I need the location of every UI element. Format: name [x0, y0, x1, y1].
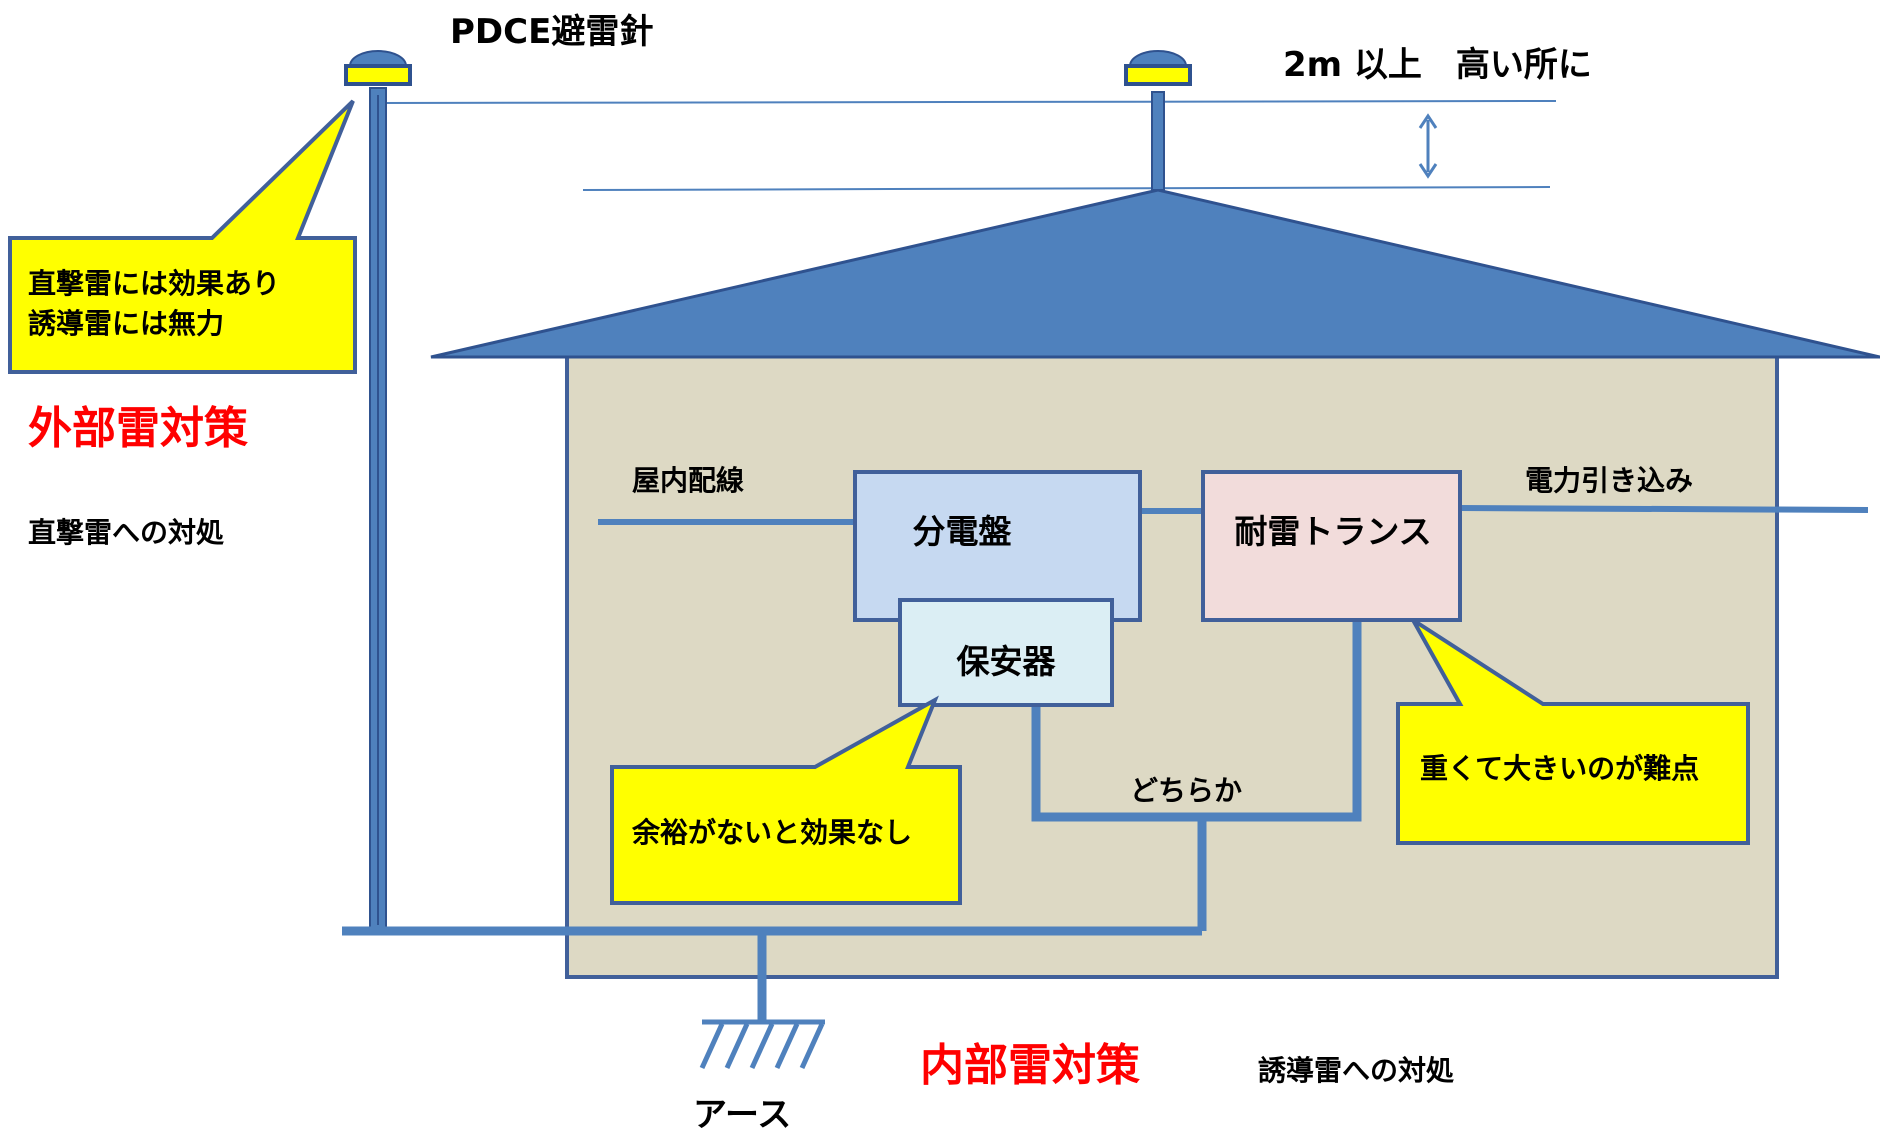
height-arrow-icon	[1418, 113, 1438, 179]
lightning-rod-head-left	[344, 50, 412, 86]
callout-transformer	[1396, 618, 1750, 845]
title-label: PDCE避雷針	[450, 12, 653, 52]
indoor-wiring-label: 屋内配線	[632, 464, 744, 497]
power-inlet-line	[1459, 505, 1869, 513]
callout-rod-line1: 直撃雷には効果あり	[28, 267, 280, 300]
external-note: 直撃雷への対処	[28, 516, 224, 549]
height-line-top	[379, 100, 1557, 104]
house-roof	[430, 188, 1880, 359]
callout-protector	[610, 695, 962, 905]
roof-rod-pole	[1151, 91, 1165, 191]
lightning-transformer	[1201, 470, 1462, 622]
lightning-transformer-label: 耐雷トランス	[1234, 512, 1431, 551]
height-note: 2m 以上 高い所に	[1283, 45, 1592, 85]
internal-note: 誘導雷への対処	[1258, 1054, 1454, 1087]
power-inlet-label: 電力引き込み	[1525, 464, 1693, 497]
external-heading: 外部雷対策	[28, 403, 248, 454]
protector-ground-wire	[1031, 620, 1362, 822]
earth-symbol-icon	[699, 1019, 825, 1070]
surge-protector	[898, 598, 1114, 707]
distribution-board-label: 分電盤	[913, 512, 1012, 551]
callout-protector-text: 余裕がないと効果なし	[631, 816, 912, 849]
distribution-board	[853, 470, 1142, 622]
callout-rod-line2: 誘導雷には無力	[28, 307, 224, 340]
either-label: どちらか	[1130, 774, 1242, 807]
surge-protector-label: 保安器	[957, 642, 1057, 681]
callout-rod	[8, 99, 357, 374]
internal-heading: 内部雷対策	[920, 1040, 1140, 1091]
height-line-bottom	[582, 186, 1551, 191]
callout-transformer-text: 重くて大きいのが難点	[1420, 752, 1699, 785]
earth-label: アース	[693, 1095, 791, 1131]
lightning-rod-head-roof	[1124, 50, 1192, 86]
